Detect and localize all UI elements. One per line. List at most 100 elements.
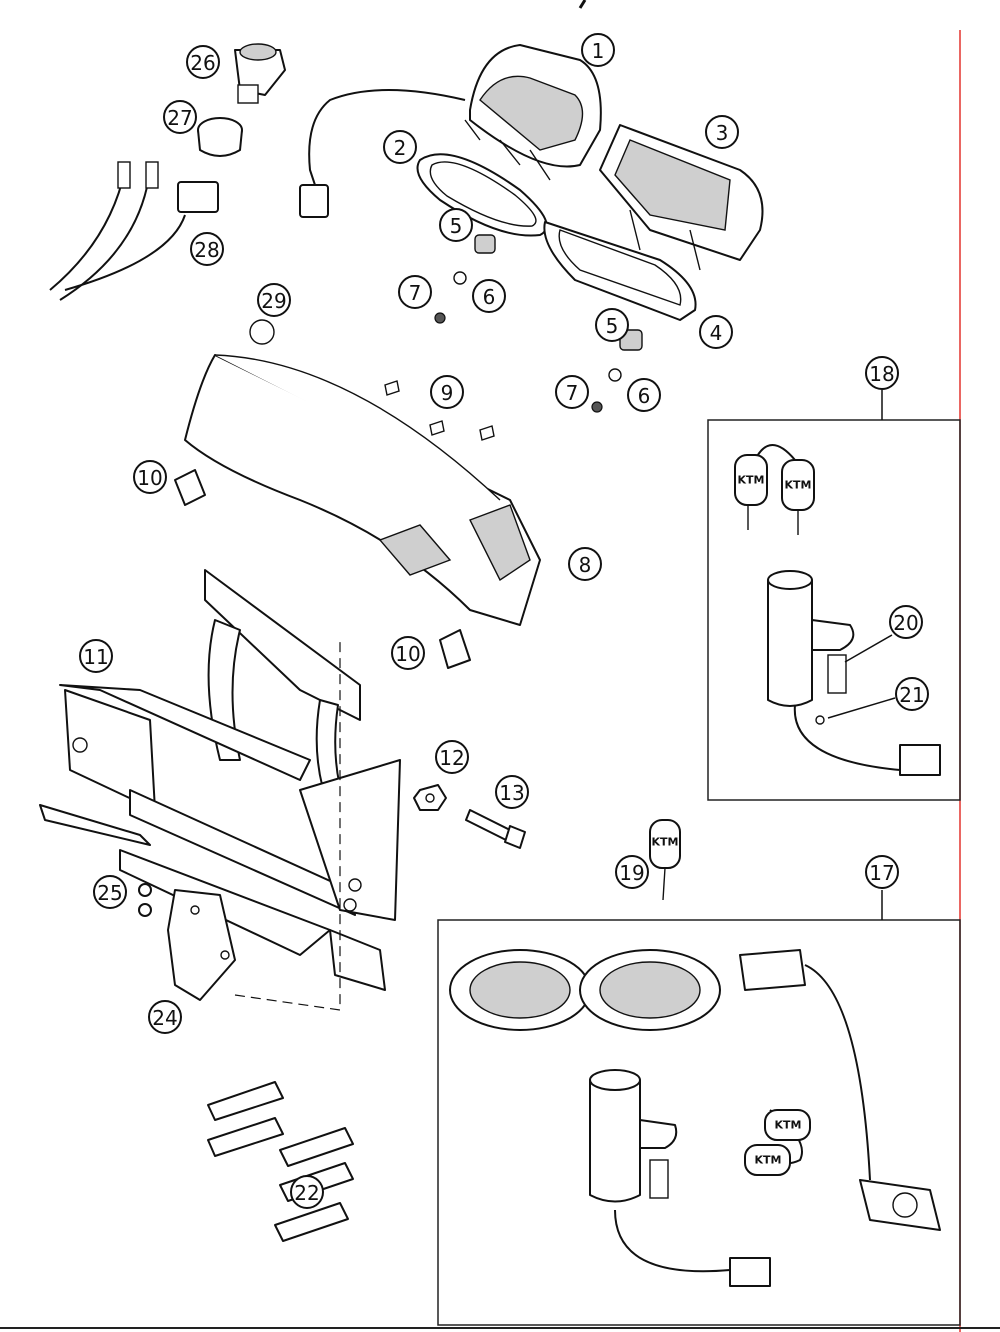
callout-c7a: 7	[398, 275, 432, 309]
key-logo-text: KTM	[738, 474, 765, 487]
callout-number: 10	[395, 642, 420, 666]
callout-c1: 1	[581, 33, 615, 67]
callout-circle	[398, 275, 432, 309]
callout-number: 2	[394, 136, 407, 160]
callout-c29: 29	[257, 283, 291, 317]
speedometer-part	[299, 44, 602, 218]
callout-circle	[290, 1175, 324, 1209]
tachometer-gasket-part	[543, 221, 697, 321]
callout-number: 27	[167, 106, 192, 130]
callout-c17: 17	[865, 855, 899, 889]
callout-circle	[615, 855, 649, 889]
complete-lock-set-box	[437, 919, 961, 1326]
socket-cap-part	[197, 117, 243, 157]
callout-number: 26	[190, 51, 215, 75]
callout-c12: 12	[435, 740, 469, 774]
callout-circle	[895, 677, 929, 711]
callout-circle	[163, 100, 197, 134]
callout-circle	[581, 33, 615, 67]
mounting-screw-part	[384, 380, 495, 441]
callout-circle	[430, 375, 464, 409]
callout-c24: 24	[148, 1000, 182, 1034]
callout-number: 18	[869, 362, 894, 386]
callout-circle	[699, 315, 733, 349]
power-socket-part	[234, 43, 286, 104]
callout-c19: 19	[615, 855, 649, 889]
callout-labels: 1234556677891010111213171819202122242526…	[79, 33, 929, 1209]
callout-number: 12	[439, 746, 464, 770]
callout-c4: 4	[699, 315, 733, 349]
callout-number: 28	[194, 238, 219, 262]
callout-20-leader	[844, 634, 893, 663]
callout-circle	[865, 356, 899, 390]
callout-circle	[435, 740, 469, 774]
callout-number: 8	[579, 553, 592, 577]
rubber-grommet-part	[434, 234, 643, 413]
callout-circle	[495, 775, 529, 809]
callout-circle	[439, 208, 473, 242]
callout-c8: 8	[568, 547, 602, 581]
callout-number: 5	[450, 214, 463, 238]
callout-circle	[595, 308, 629, 342]
callout-circle	[705, 115, 739, 149]
callout-circle	[257, 283, 291, 317]
callout-c5a: 5	[439, 208, 473, 242]
tachometer-part	[599, 124, 764, 271]
callout-number: 11	[83, 645, 108, 669]
callout-number: 9	[441, 381, 454, 405]
callout-c26: 26	[186, 45, 220, 79]
callout-number: 6	[483, 285, 496, 309]
callout-circle	[568, 547, 602, 581]
lock-set-key-part: KTM KTM	[744, 1109, 811, 1176]
callout-circle	[93, 875, 127, 909]
callout-number: 20	[893, 611, 918, 635]
callout-number: 3	[716, 121, 729, 145]
callout-c5b: 5	[595, 308, 629, 342]
rubber-sleeve-part	[207, 1081, 354, 1242]
key-logo-text-2: KTM	[785, 479, 812, 492]
callout-number: 24	[152, 1006, 177, 1030]
spring-clip-part	[174, 469, 471, 669]
bolt-part	[465, 809, 526, 849]
callout-circle	[148, 1000, 182, 1034]
fairing-mask-part	[184, 319, 541, 626]
callout-c22: 22	[290, 1175, 324, 1209]
ignition-key-pair-part: KTM KTM	[734, 444, 815, 535]
callout-circle	[190, 232, 224, 266]
assembly-guide-line	[234, 640, 341, 1011]
screw-pair-part	[138, 883, 152, 917]
lock-set-cylinder-part	[589, 1069, 771, 1287]
callout-c13: 13	[495, 775, 529, 809]
cropped-title-mark	[578, 0, 587, 9]
callout-number: 21	[899, 683, 924, 707]
spare-key-logo: KTM	[652, 836, 679, 849]
callout-c27: 27	[163, 100, 197, 134]
callout-21-leader	[827, 697, 896, 719]
callout-c2: 2	[383, 130, 417, 164]
callout-number: 1	[592, 39, 605, 63]
wiring-harness-part	[49, 161, 219, 301]
nut-part	[413, 784, 447, 811]
callout-number: 17	[869, 861, 894, 885]
spare-key-part: KTM	[649, 819, 681, 901]
ignition-lock-set-box	[707, 419, 961, 801]
callout-circle	[383, 130, 417, 164]
callout-number: 22	[294, 1181, 319, 1205]
callout-circle	[186, 45, 220, 79]
callout-circle	[391, 636, 425, 670]
callout-c21: 21	[895, 677, 929, 711]
callout-number: 10	[137, 466, 162, 490]
callout-c9: 9	[430, 375, 464, 409]
callout-circle	[472, 279, 506, 313]
callout-c10b: 10	[391, 636, 425, 670]
callout-c25: 25	[93, 875, 127, 909]
lock-set-key-logo: KTM	[775, 1119, 802, 1132]
fuel-cap-lock-part	[449, 949, 721, 1031]
small-bracket-part	[167, 889, 236, 1001]
callout-circle	[627, 378, 661, 412]
callout-circle	[133, 460, 167, 494]
callout-circle	[79, 639, 113, 673]
callout-number: 6	[638, 384, 651, 408]
callout-c18: 18	[865, 356, 899, 390]
